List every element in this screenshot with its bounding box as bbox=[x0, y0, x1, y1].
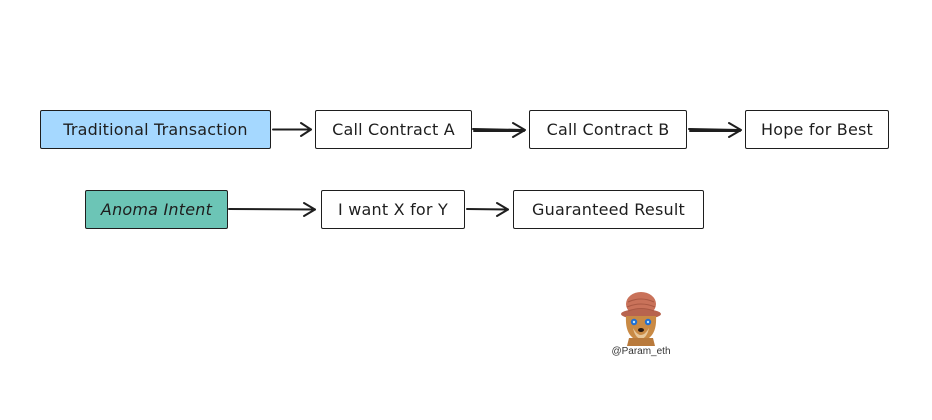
call-contract-b-node: Call Contract B bbox=[529, 110, 687, 149]
arrow-want-to-guar bbox=[466, 202, 509, 217]
call-contract-b-label: Call Contract B bbox=[546, 120, 670, 139]
guaranteed-result-node: Guaranteed Result bbox=[513, 190, 704, 229]
arrow-trad-to-callA bbox=[272, 122, 312, 137]
author-handle: @Param_eth bbox=[611, 346, 671, 357]
traditional-transaction-label: Traditional Transaction bbox=[63, 120, 248, 139]
call-contract-a-label: Call Contract A bbox=[332, 120, 455, 139]
guaranteed-result-label: Guaranteed Result bbox=[532, 200, 685, 219]
i-want-x-for-y-label: I want X for Y bbox=[338, 200, 448, 219]
arrow-callB-to-hope bbox=[688, 122, 742, 138]
traditional-transaction-node: Traditional Transaction bbox=[40, 110, 271, 149]
hope-for-best-label: Hope for Best bbox=[760, 120, 874, 139]
hope-for-best-node: Hope for Best bbox=[745, 110, 889, 149]
call-contract-a-node: Call Contract A bbox=[315, 110, 472, 149]
anoma-intent-node: Anoma Intent bbox=[85, 190, 228, 229]
arrow-callA-to-callB bbox=[472, 122, 526, 138]
arrow-anoma-to-want bbox=[228, 202, 316, 217]
anoma-intent-label: Anoma Intent bbox=[100, 200, 213, 219]
dog-with-hat-avatar-icon bbox=[621, 292, 661, 346]
i-want-x-for-y-node: I want X for Y bbox=[321, 190, 465, 229]
